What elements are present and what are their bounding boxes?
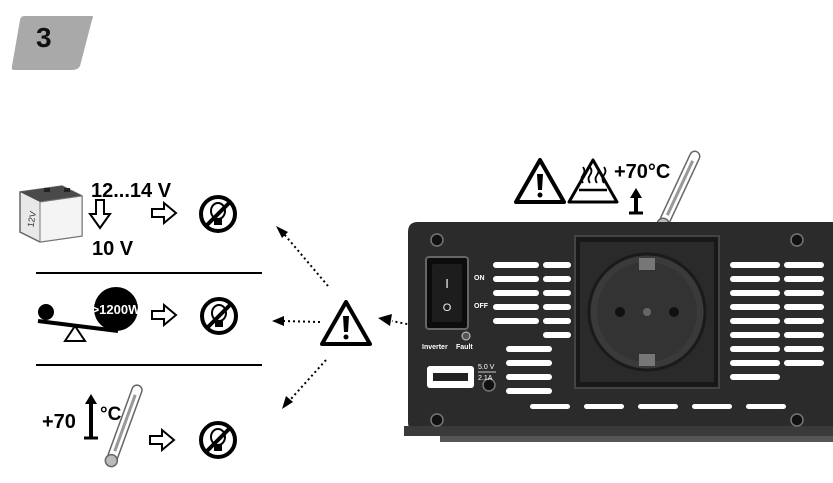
warning-triangle-icon	[514, 158, 566, 204]
up-arrow-icon	[630, 188, 642, 212]
thermometer-icon	[102, 382, 146, 470]
led-inverter-label: Inverter	[422, 344, 448, 351]
usb-rating-current: 2.1A	[478, 375, 493, 382]
dotted-arrows	[281, 233, 467, 401]
battery-label: 12V	[26, 210, 39, 228]
no-lightbulb-icon	[199, 421, 237, 459]
step-number: 3	[36, 22, 52, 53]
usb-port[interactable]	[427, 366, 474, 388]
overtemp-condition: +70 °C	[42, 382, 237, 470]
power-label: >1200W	[92, 302, 142, 317]
inverter-device: I O ON OFF Inverter Fault 5.0 V 2.1A	[404, 222, 833, 442]
switch-on-label: ON	[474, 275, 485, 282]
no-lightbulb-icon	[199, 195, 237, 233]
led-fault-label: Fault	[456, 344, 473, 351]
hot-surface-icon	[567, 158, 619, 204]
down-arrow-icon	[88, 199, 112, 230]
battery-icon: 12V	[19, 185, 83, 243]
step-badge	[11, 16, 93, 70]
hollow-arrow-icon	[151, 304, 177, 326]
switch-on-symbol: I	[445, 276, 449, 291]
switch-off-label: OFF	[474, 303, 489, 310]
temp-label: +70	[42, 411, 76, 433]
power-switch[interactable]: I O	[425, 256, 469, 330]
usb-rating-voltage: 5.0 V	[478, 364, 495, 371]
load-circle	[94, 287, 138, 331]
warning-triangle-icon	[320, 300, 372, 346]
switch-off-symbol: O	[443, 302, 452, 314]
voltage-range-label: 12...14 V	[91, 180, 172, 202]
battery-condition: 12V 12...14 V 10 V	[19, 180, 237, 260]
top-warning-group: +70°C	[514, 148, 704, 233]
top-temp-label: +70°C	[614, 161, 670, 183]
voltage-low-label: 10 V	[92, 238, 134, 260]
hollow-arrow-icon	[149, 429, 175, 451]
hollow-arrow-icon	[151, 202, 177, 224]
no-lightbulb-icon	[200, 297, 238, 335]
overload-condition: >1200W	[37, 287, 238, 342]
fault-led	[461, 331, 471, 341]
up-arrow-icon	[85, 394, 97, 438]
arrow-heads	[272, 226, 392, 409]
ac-socket[interactable]	[574, 235, 720, 389]
temp-unit: °C	[100, 404, 122, 425]
seesaw-icon	[37, 304, 119, 342]
